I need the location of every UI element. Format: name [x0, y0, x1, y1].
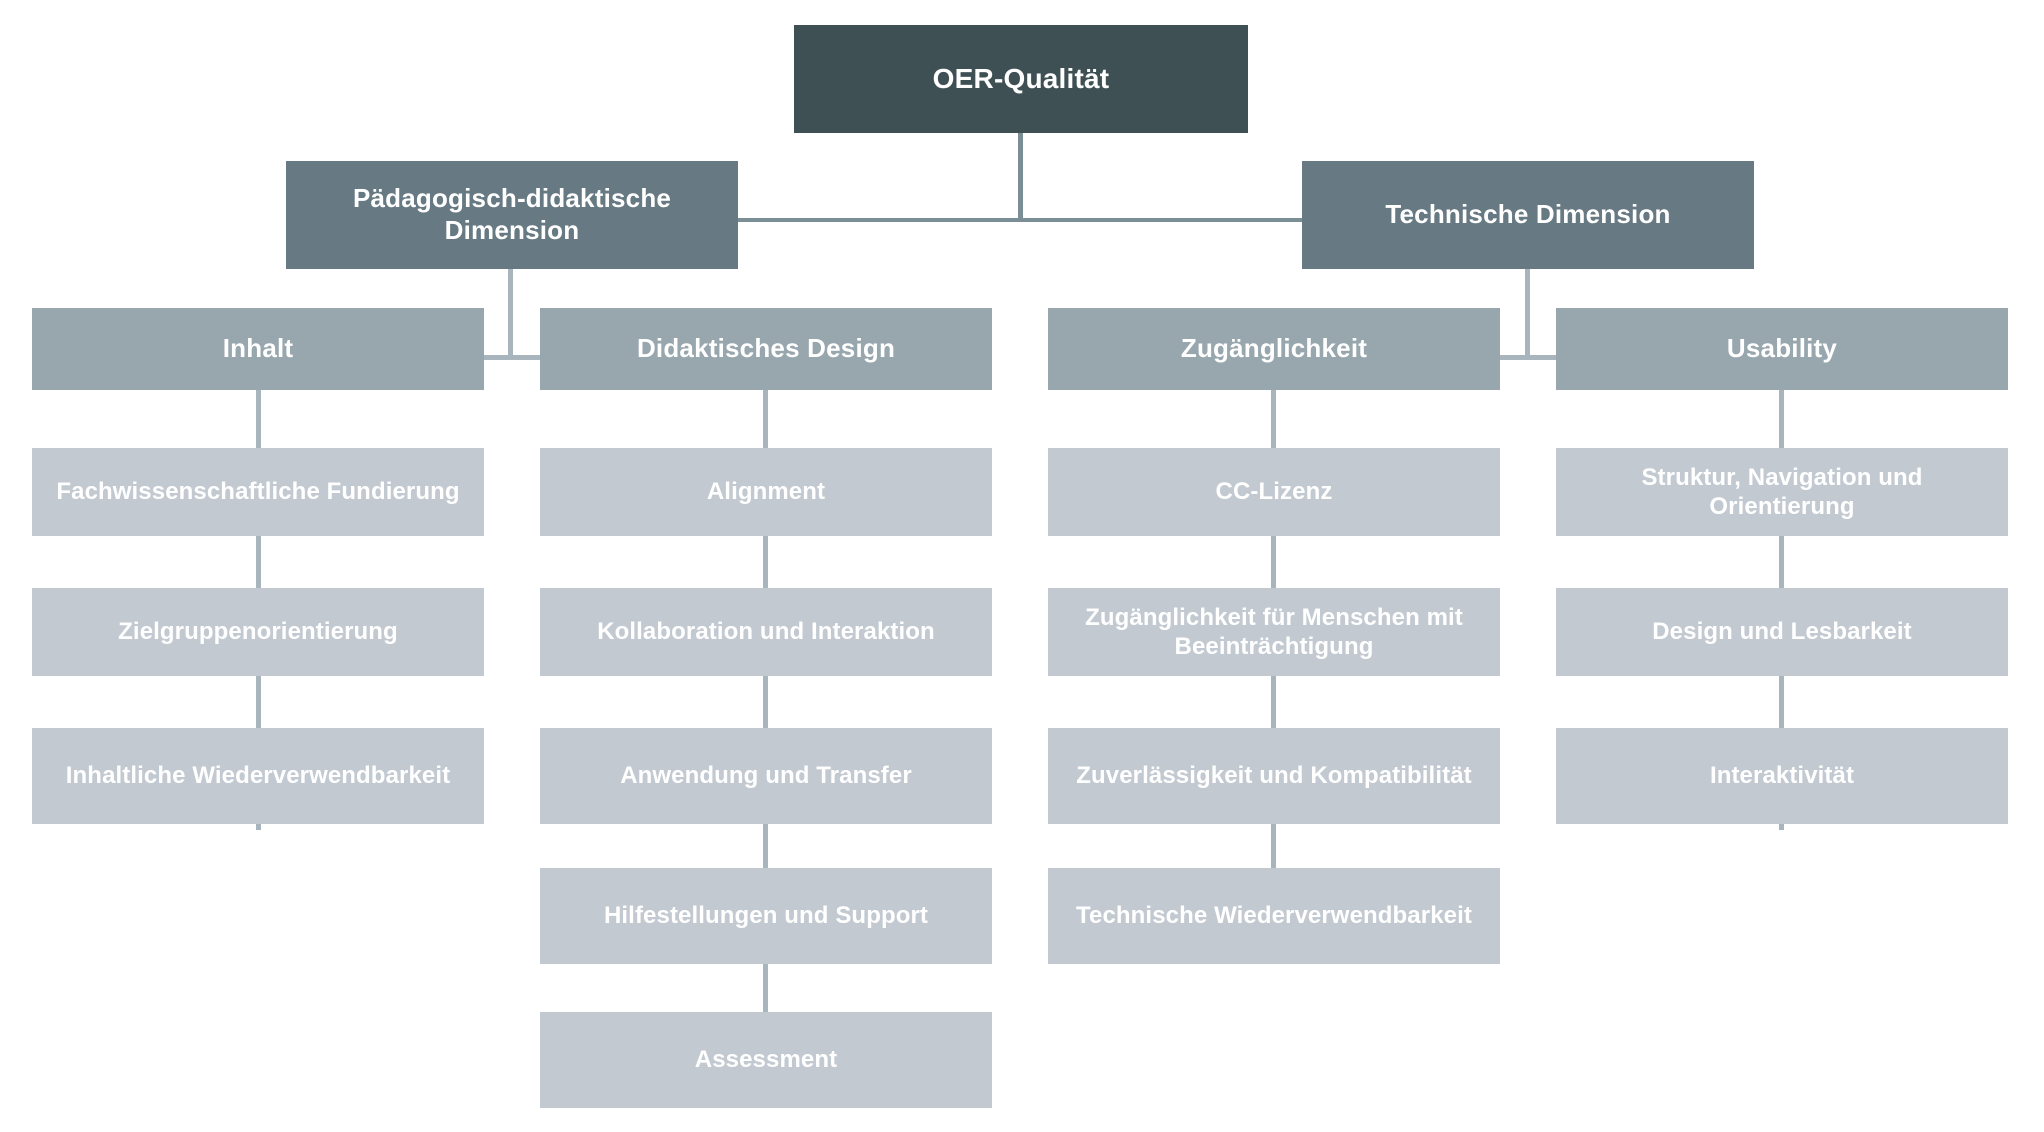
- connector-pedagogic-stem: [508, 269, 513, 359]
- node-criterion-inhaltliche-wiederverwendbarkeit[interactable]: Inhaltliche Wiederverwendbarkeit: [32, 728, 484, 824]
- node-category-zugaenglichkeit[interactable]: Zugänglichkeit: [1048, 308, 1500, 390]
- node-criterion-hilfestellungen-und-support[interactable]: Hilfestellungen und Support: [540, 868, 992, 964]
- node-criterion-cc-lizenz[interactable]: CC-Lizenz: [1048, 448, 1500, 536]
- node-dimension-paedagogisch-didaktische[interactable]: Pädagogisch-didaktische Dimension: [286, 161, 738, 269]
- node-dimension-technische[interactable]: Technische Dimension: [1302, 161, 1754, 269]
- node-criterion-zielgruppenorientierung[interactable]: Zielgruppenorientierung: [32, 588, 484, 676]
- node-criterion-alignment[interactable]: Alignment: [540, 448, 992, 536]
- node-criterion-technische-wiederverwendbarkeit[interactable]: Technische Wiederverwendbarkeit: [1048, 868, 1500, 964]
- node-root-oer-qualitaet[interactable]: OER-Qualität: [794, 25, 1248, 133]
- connector-didaktisches-design-spine: [763, 390, 768, 1055]
- node-category-didaktisches-design[interactable]: Didaktisches Design: [540, 308, 992, 390]
- node-criterion-fachwissenschaftliche-fundierung[interactable]: Fachwissenschaftliche Fundierung: [32, 448, 484, 536]
- node-criterion-zugaenglichkeit-fuer-menschen-mit-beeintraechtigung[interactable]: Zugänglichkeit für Menschen mit Beeinträ…: [1048, 588, 1500, 676]
- node-category-inhalt[interactable]: Inhalt: [32, 308, 484, 390]
- connector-dimension-bus: [516, 218, 1526, 222]
- connector-technical-bus: [1272, 355, 1782, 360]
- node-criterion-zuverlaessigkeit-und-kompatibilitaet[interactable]: Zuverlässigkeit und Kompatibilität: [1048, 728, 1500, 824]
- connector-pedagogic-bus: [256, 355, 766, 360]
- node-criterion-assessment[interactable]: Assessment: [540, 1012, 992, 1108]
- node-criterion-struktur-navigation-und-orientierung[interactable]: Struktur, Navigation und Orientierung: [1556, 448, 2008, 536]
- node-criterion-design-und-lesbarkeit[interactable]: Design und Lesbarkeit: [1556, 588, 2008, 676]
- node-category-usability[interactable]: Usability: [1556, 308, 2008, 390]
- connector-root-stem: [1018, 133, 1023, 220]
- connector-technical-stem: [1525, 269, 1530, 359]
- node-criterion-kollaboration-und-interaktion[interactable]: Kollaboration und Interaktion: [540, 588, 992, 676]
- node-criterion-interaktivitaet[interactable]: Interaktivität: [1556, 728, 2008, 824]
- node-criterion-anwendung-und-transfer[interactable]: Anwendung und Transfer: [540, 728, 992, 824]
